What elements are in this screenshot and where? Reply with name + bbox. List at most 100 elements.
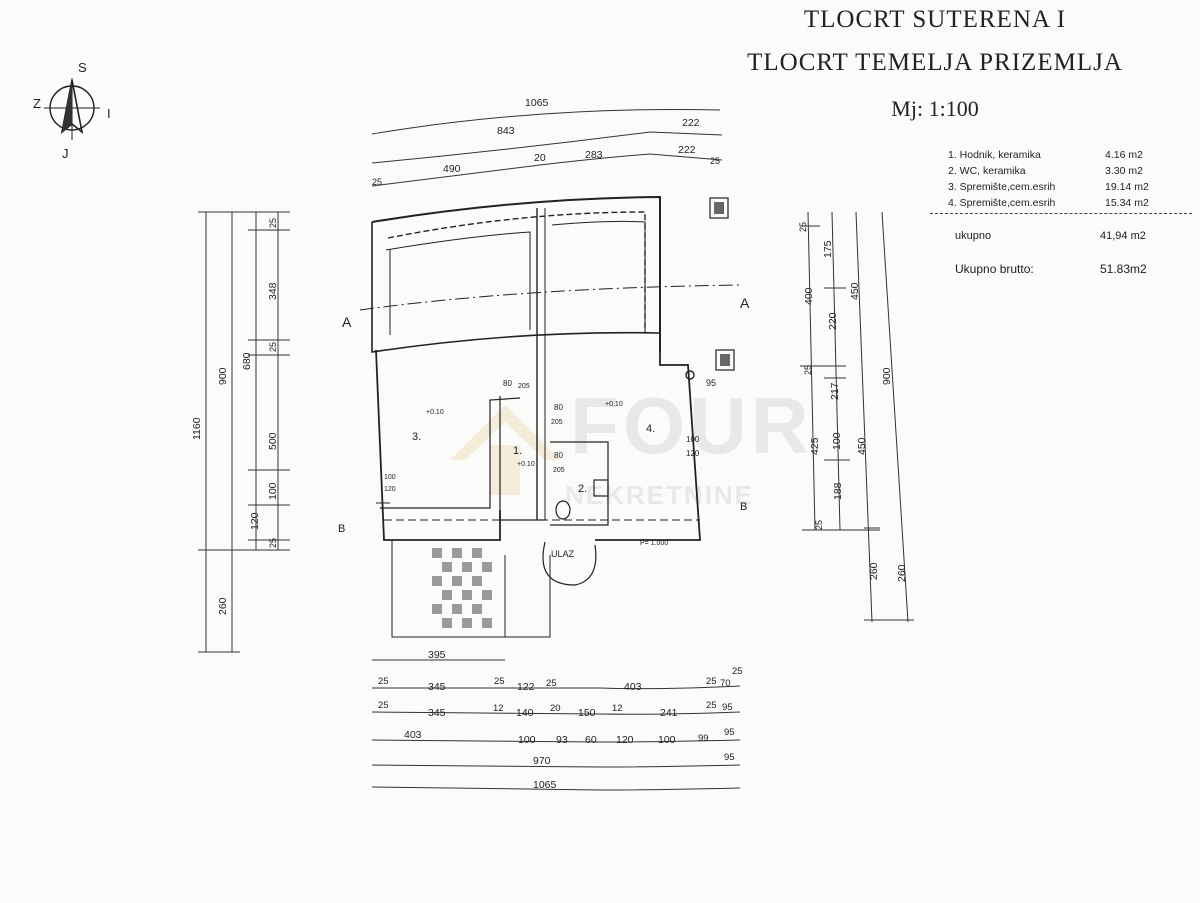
dim-label: 93 <box>556 734 568 746</box>
dim-label: 25 <box>706 676 717 687</box>
dim-label: 241 <box>660 707 678 719</box>
dim-label: 140 <box>516 707 534 719</box>
level-mark: +0.10 <box>517 461 535 468</box>
opening-height: 120 <box>384 486 396 493</box>
bottom-dimension-labels: 395 25 345 25 122 25 403 25 70 25 25 345… <box>378 649 743 791</box>
dim-label: 188 <box>832 482 844 500</box>
dim-label: 25 <box>546 678 557 689</box>
dim-label: 25 <box>372 177 382 187</box>
drawing-title-line1: TLOCRT SUTERENA I <box>803 6 1067 33</box>
dim-label: 217 <box>829 382 841 400</box>
top-dimension-labels: 1065 843 222 490 20 283 222 25 25 <box>372 97 720 187</box>
dim-label: 100 <box>267 482 279 500</box>
dim-label: 100 <box>518 734 536 746</box>
right-dimension-labels: 25 175 220 25 217 100 188 25 400 425 450… <box>798 222 908 582</box>
dim-label: 25 <box>706 700 717 711</box>
section-label-a-right: A <box>740 295 750 311</box>
dim-label: 345 <box>428 681 446 693</box>
drawing-title-line2: TLOCRT TEMELJA PRIZEMLJA <box>747 49 1123 76</box>
watermark-house-icon <box>450 405 560 495</box>
top-dimension-lines <box>371 109 723 187</box>
dim-label: 99 <box>698 733 709 744</box>
dim-label: 843 <box>497 125 515 137</box>
section-label-b-right: B <box>740 501 747 513</box>
opening-height: 205 <box>553 467 565 474</box>
north-compass-icon: S Z I J <box>33 60 111 161</box>
dim-label: 25 <box>814 520 824 530</box>
floor-level-mark: P= 1.000 <box>640 540 668 547</box>
dim-label: 25 <box>378 676 389 687</box>
dim-label: 425 <box>809 437 821 455</box>
section-label-b-left: B <box>338 523 345 535</box>
room-number-2: 2. <box>578 483 587 495</box>
dim-label: 450 <box>856 437 868 455</box>
dim-label: 900 <box>881 367 893 385</box>
dim-label: 400 <box>803 287 815 305</box>
dim-label: 348 <box>267 282 279 300</box>
opening-height: 120 <box>686 449 700 458</box>
dim-label: 12 <box>493 703 504 714</box>
opening-height: 205 <box>518 383 530 390</box>
dim-label: 1065 <box>525 97 549 109</box>
left-dimension-lines <box>198 211 290 653</box>
dim-label: 1065 <box>533 779 557 791</box>
dim-label: 25 <box>803 365 813 375</box>
dim-label: 345 <box>428 707 446 719</box>
dim-label: 95 <box>722 702 733 713</box>
opening-width: 95 <box>706 378 716 388</box>
dim-label: 70 <box>720 678 731 689</box>
dim-label: 100 <box>831 432 843 450</box>
room-number-1: 1. <box>513 445 522 457</box>
dim-label: 283 <box>585 149 603 161</box>
stair-hatch <box>432 548 492 628</box>
opening-height: 205 <box>551 419 563 426</box>
dim-label: 403 <box>404 729 422 741</box>
dim-label: 500 <box>267 432 279 450</box>
dim-label: 450 <box>849 282 861 300</box>
dim-label: 20 <box>534 152 546 164</box>
dim-label: 20 <box>550 703 561 714</box>
level-mark: +0.10 <box>426 409 444 416</box>
dim-label: 25 <box>268 342 278 352</box>
dim-label: 120 <box>249 512 261 530</box>
compass-i-label: I <box>107 106 111 121</box>
right-dimension-lines <box>800 211 914 623</box>
dim-label: 25 <box>268 538 278 548</box>
drawing-scale: Mj: 1:100 <box>891 96 979 121</box>
dim-label: 260 <box>217 597 229 615</box>
dim-label: 95 <box>724 727 735 738</box>
dim-label: 150 <box>578 707 596 719</box>
dim-label: 260 <box>896 564 908 582</box>
watermark-logo: FOUR NEKRETNINE <box>440 380 809 520</box>
dim-label: 900 <box>217 367 229 385</box>
dim-label: 25 <box>494 676 505 687</box>
entrance-label: ULAZ <box>551 549 575 559</box>
opening-width: 100 <box>686 435 700 444</box>
dim-label: 222 <box>682 117 700 129</box>
dim-label: 95 <box>724 752 735 763</box>
dim-label: 260 <box>868 562 880 580</box>
opening-width: 80 <box>554 451 563 460</box>
dim-label: 25 <box>732 666 743 677</box>
dim-label: 395 <box>428 649 446 661</box>
dim-label: 1160 <box>191 417 203 440</box>
building-walls <box>359 195 741 638</box>
section-label-a-left: A <box>342 314 352 330</box>
watermark-subtitle: NEKRETNINE <box>565 480 755 510</box>
dim-label: 222 <box>678 144 696 156</box>
level-mark: +0.10 <box>605 401 623 408</box>
compass-z-label: Z <box>33 96 41 111</box>
dim-label: 220 <box>827 312 839 330</box>
dim-label: 490 <box>443 163 461 175</box>
dim-label: 122 <box>517 681 535 693</box>
dim-label: 25 <box>378 700 389 711</box>
dim-label: 25 <box>798 222 808 232</box>
dim-label: 680 <box>241 352 253 370</box>
dim-label: 403 <box>624 681 642 693</box>
